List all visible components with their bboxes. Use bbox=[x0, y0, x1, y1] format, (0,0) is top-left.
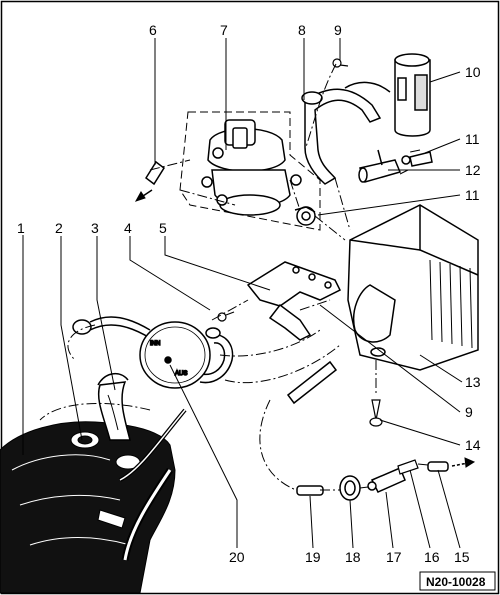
callout-2: 2 bbox=[55, 220, 63, 236]
callout-10: 10 bbox=[465, 64, 481, 80]
leader-lines bbox=[22, 38, 463, 549]
callout-1: 1 bbox=[17, 220, 25, 236]
clamp-18 bbox=[339, 475, 361, 501]
callout-11-bottom: 11 bbox=[465, 187, 480, 203]
pressure-damper bbox=[394, 53, 431, 137]
callout-7: 7 bbox=[220, 22, 228, 38]
callout-3: 3 bbox=[91, 220, 99, 236]
rubber-cap bbox=[294, 206, 316, 226]
reference-code: N20-10028 bbox=[426, 575, 486, 589]
callout-20: 20 bbox=[229, 549, 245, 565]
connector-16 bbox=[397, 459, 419, 475]
filter-17 bbox=[367, 467, 406, 493]
connection-lines bbox=[39, 63, 429, 491]
callout-8: 8 bbox=[298, 22, 306, 38]
callout-labels: 1 2 3 4 5 6 7 8 9 10 11 12 11 13 9 14 15… bbox=[17, 22, 481, 565]
svg-text:INN: INN bbox=[150, 341, 160, 347]
callout-18: 18 bbox=[345, 549, 361, 565]
callout-16: 16 bbox=[424, 549, 440, 565]
callout-15: 15 bbox=[454, 549, 470, 565]
bracket-screw bbox=[217, 311, 235, 322]
small-pipe bbox=[144, 160, 166, 186]
callout-13: 13 bbox=[465, 374, 481, 390]
callout-5: 5 bbox=[159, 220, 167, 236]
reference-code-box: N20-10028 bbox=[419, 571, 496, 591]
canister-screw bbox=[369, 399, 383, 427]
round-canister: INN AUS bbox=[139, 321, 211, 389]
fuel-tank bbox=[0, 421, 176, 594]
callout-6: 6 bbox=[149, 22, 157, 38]
formed-hose bbox=[301, 81, 391, 185]
callout-12: 12 bbox=[465, 162, 481, 178]
valve-group-box bbox=[179, 111, 321, 231]
callout-4: 4 bbox=[124, 220, 132, 236]
callout-19: 19 bbox=[305, 549, 321, 565]
mounting-bracket bbox=[246, 261, 342, 341]
vent-hose-assembly bbox=[72, 316, 234, 384]
callout-14: 14 bbox=[465, 437, 481, 453]
hose-piece-15 bbox=[427, 461, 449, 472]
vent-pipe bbox=[286, 360, 338, 405]
hose-piece-19 bbox=[296, 485, 324, 496]
svg-text:AUS: AUS bbox=[175, 371, 187, 377]
carbon-canister bbox=[347, 204, 479, 371]
callout-17: 17 bbox=[386, 549, 402, 565]
direction-arrow-left bbox=[134, 189, 153, 202]
callout-9-top: 9 bbox=[334, 22, 342, 38]
callout-9-bottom: 9 bbox=[465, 404, 473, 420]
direction-arrow-right bbox=[451, 457, 476, 468]
non-return-valve bbox=[358, 149, 433, 183]
callout-11-top: 11 bbox=[465, 131, 480, 147]
solenoid-valve bbox=[201, 119, 302, 216]
filler-neck bbox=[97, 373, 187, 561]
